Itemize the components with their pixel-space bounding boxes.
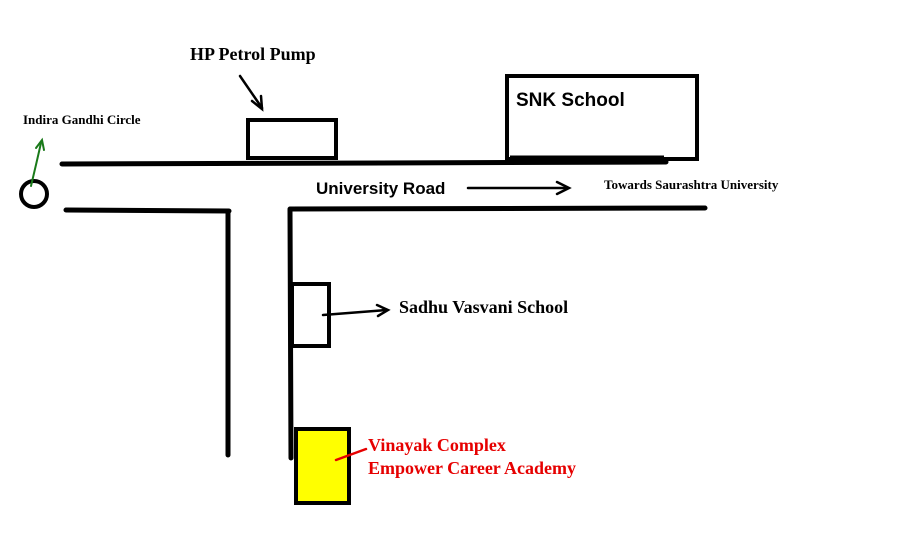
hp-petrol-pump-label: HP Petrol Pump <box>190 44 316 64</box>
indira-gandhi-circle-label: Indira Gandhi Circle <box>23 112 141 127</box>
indira-gandhi-circle-marker <box>19 179 49 209</box>
towards-university-arrow-icon <box>466 180 572 196</box>
destination-label-line1: Vinayak Complex <box>368 435 506 455</box>
sadhu-vasvani-school-label: Sadhu Vasvani School <box>399 297 568 317</box>
destination-building <box>294 427 351 505</box>
destination-pointer-line <box>334 447 368 462</box>
snk-school-building <box>505 74 699 161</box>
towards-saurashtra-university-label: Towards Saurashtra University <box>604 177 779 192</box>
university-road-label: University Road <box>316 179 445 198</box>
circle-pointer-arrow-icon <box>30 137 45 187</box>
university-road-south-edge-west <box>63 207 232 214</box>
university-road-south-edge-east <box>287 205 708 212</box>
sadhu-vasvani-school-arrow-icon <box>321 303 391 318</box>
destination-label-line2: Empower Career Academy <box>368 458 576 478</box>
hp-petrol-pump-building <box>246 118 338 160</box>
snk-school-label: SNK School <box>516 90 625 111</box>
hp-petrol-pump-arrow-icon <box>238 74 264 112</box>
university-road-north-edge <box>59 159 669 167</box>
